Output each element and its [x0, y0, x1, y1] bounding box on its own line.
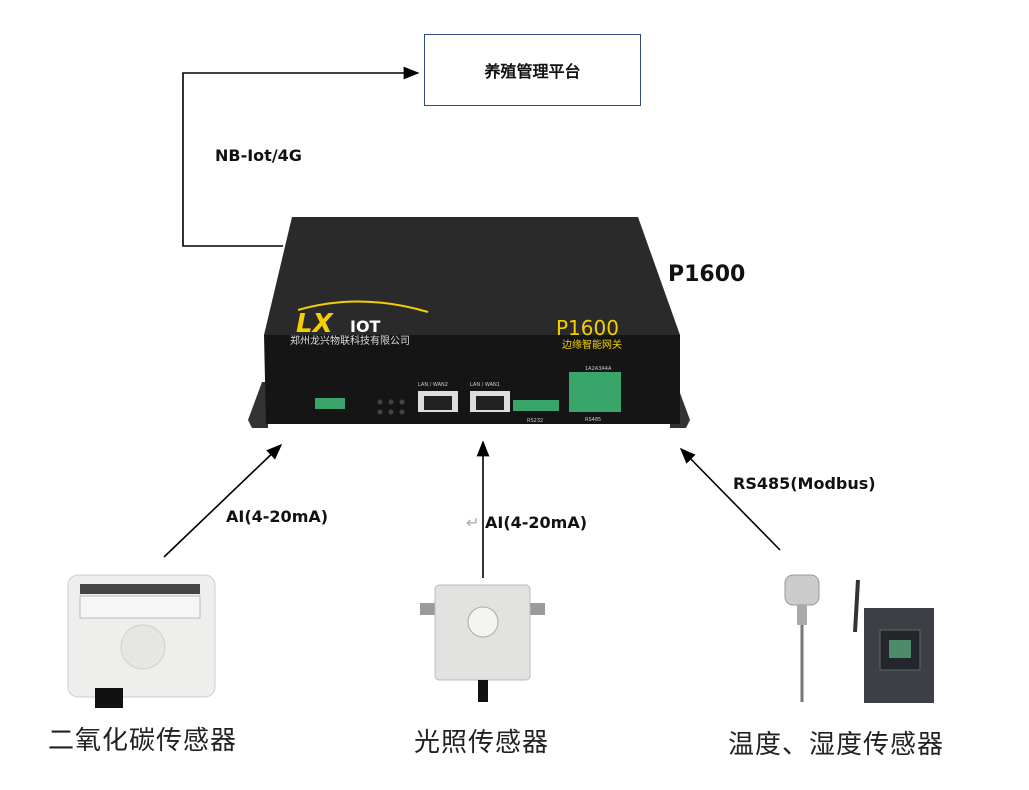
link-label-light: ↵ AI(4-20mA)	[466, 513, 587, 532]
svg-text:1A2A3A4A: 1A2A3A4A	[585, 366, 612, 372]
svg-text:LX: LX	[296, 309, 335, 339]
temp-humidity-sensor-image	[784, 574, 934, 703]
sensor-label-light: 光照传感器	[414, 728, 550, 758]
svg-text:IOT: IOT	[350, 317, 381, 336]
gateway-model-label: P1600	[668, 262, 746, 287]
link-label-light-text: AI(4-20mA)	[484, 513, 588, 532]
link-label-temp: RS485(Modbus)	[733, 474, 876, 493]
link-label-co2: AI(4-20mA)	[226, 507, 329, 526]
svg-text:郑州龙兴物联科技有限公司: 郑州龙兴物联科技有限公司	[290, 334, 410, 347]
svg-text:LAN / WAN2: LAN / WAN2	[418, 382, 448, 388]
svg-text:RS232: RS232	[527, 418, 543, 424]
breeding-management-platform-box: 养殖管理平台	[424, 34, 641, 106]
sensor-label-co2: 二氧化碳传感器	[48, 726, 238, 756]
gateway-device-image: LX IOT 郑州龙兴物联科技有限公司 P1600 边缘智能网关 LAN / W…	[248, 217, 690, 428]
svg-text:RS485: RS485	[585, 417, 601, 423]
svg-text:LAN / WAN1: LAN / WAN1	[470, 382, 500, 388]
return-mark: ↵	[466, 513, 480, 532]
platform-label: 养殖管理平台	[484, 62, 581, 81]
svg-text:边缘智能网关: 边缘智能网关	[562, 338, 622, 351]
light-sensor-image	[420, 584, 545, 702]
co2-sensor-image	[67, 574, 216, 708]
arrow-temp-to-gateway	[679, 447, 781, 551]
svg-text:P1600: P1600	[556, 316, 619, 340]
uplink-label: NB-Iot/4G	[215, 146, 302, 165]
sensor-label-temp-humidity: 温度、湿度传感器	[728, 730, 945, 760]
uplink-connector	[182, 66, 420, 247]
arrow-co2-to-gateway	[163, 443, 283, 558]
